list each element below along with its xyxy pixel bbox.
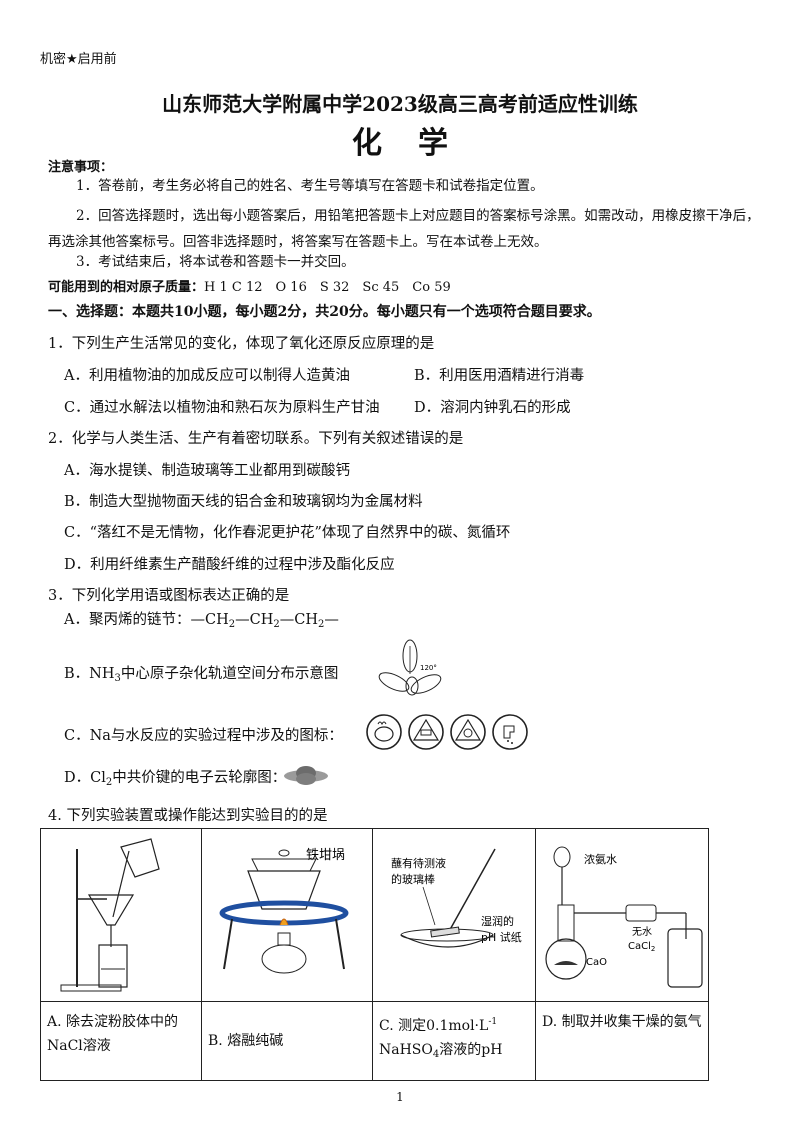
- svg-text:的玻璃棒: 的玻璃棒: [391, 872, 435, 886]
- svg-text:铁坩埚: 铁坩埚: [306, 848, 345, 863]
- q1-option-b: B．利用医用酒精进行消毒: [414, 368, 585, 384]
- q3-option-a: A．聚丙烯的链节：—CH2—CH2—CH2—: [64, 612, 339, 630]
- option-c-caption: C. 测定0.1mol·L-1 NaHSO4溶液的pH: [372, 1001, 536, 1081]
- q2-option-d: D．利用纤维素生产醋酸纤维的过程中涉及酯化反应: [64, 557, 395, 573]
- filtration-apparatus-figure: [60, 838, 160, 992]
- q3-option-b: B．NH3中心原子杂化轨道空间分布示意图: [64, 666, 339, 684]
- sp3-orbital-figure: 120°: [378, 639, 442, 696]
- goggles-icon: [408, 714, 444, 750]
- svg-text:蘸有待测液: 蘸有待测液: [391, 856, 446, 870]
- page-number: 1: [396, 1090, 404, 1104]
- q2-option-a: A．海水提镁、制造玻璃等工业都用到碳酸钙: [64, 463, 350, 479]
- svg-text:120°: 120°: [420, 664, 437, 672]
- svg-text:湿润的: 湿润的: [481, 914, 514, 928]
- notes-heading: 注意事项：: [48, 160, 114, 175]
- q1-option-c: C．通过水解法以植物油和熟石灰为原料生产甘油: [64, 400, 380, 416]
- atomic-mass-label: 可能用到的相对原子质量：: [48, 280, 205, 295]
- subject-title: 化学: [352, 126, 484, 161]
- confidential-mark: 机密★启用前: [40, 52, 117, 67]
- atomic-mass-line: 可能用到的相对原子质量：H 1 C 12 O 16 S 32 Sc 45 Co …: [48, 276, 451, 295]
- section-1-heading: 一、选择题：本题共10小题，每小题2分，共20分。每小题只有一个选项符合题目要求…: [48, 304, 601, 320]
- option-d-caption: D. 制取并收集干燥的氨气: [535, 1001, 709, 1081]
- svg-text:无水: 无水: [632, 926, 652, 938]
- option-a-caption: A. 除去淀粉胶体中的NaCl溶液: [40, 1001, 202, 1081]
- note-3: 3．考试结束后，将本试卷和答题卡一并交回。: [76, 254, 355, 270]
- atomic-mass-values: H 1 C 12 O 16 S 32 Sc 45 Co 59: [204, 280, 451, 295]
- crucible-heating-figure: 铁坩埚: [219, 848, 349, 974]
- svg-text:CaCl2: CaCl2: [628, 941, 655, 953]
- q2-option-c: C．“落红不是无情物，化作春泥更护花”体现了自然界中的碳、氮循环: [64, 525, 511, 541]
- figure-b-cell: 铁坩埚: [201, 828, 373, 1002]
- exam-title: 山东师范大学附属中学2023级高三高考前适应性训练: [162, 92, 638, 116]
- q1-stem: 1．下列生产生活常见的变化，体现了氧化还原反应原理的是: [48, 336, 435, 352]
- q3-option-c: C．Na与水反应的实验过程中涉及的图标：: [64, 728, 343, 744]
- svg-text:CaO: CaO: [586, 957, 607, 968]
- figure-d-cell: 浓氨水 CaO 无水 CaCl2: [535, 828, 709, 1002]
- experiment-table: 铁坩埚 蘸有待测液 的玻璃棒 湿润的 pH 试纸: [40, 828, 709, 1081]
- hot-surface-icon: [366, 714, 402, 750]
- figure-c-cell: 蘸有待测液 的玻璃棒 湿润的 pH 试纸: [372, 828, 536, 1002]
- option-b-caption: B. 熔融纯碱: [201, 1001, 373, 1081]
- ventilation-icon: [450, 714, 486, 750]
- electron-cloud-figure: [284, 766, 328, 785]
- svg-text:pH 试纸: pH 试纸: [481, 931, 522, 944]
- q1-option-a: A．利用植物油的加成反应可以制得人造黄油: [64, 368, 350, 384]
- ammonia-preparation-figure: 浓氨水 CaO 无水 CaCl2: [545, 846, 703, 988]
- note-1: 1．答卷前，考生务必将自己的姓名、考生号等填写在答题卡和试卷指定位置。: [76, 178, 544, 194]
- wash-hands-icon: [492, 714, 528, 750]
- note-2: 2．回答选择题时，选出每小题答案后，用铅笔把答题卡上对应题目的答案标号涂黑。如需…: [48, 208, 760, 250]
- q4-stem: 4. 下列实验装置或操作能达到实验目的的是: [48, 808, 328, 824]
- q2-option-b: B．制造大型抛物面天线的铝合金和玻璃钢均为金属材料: [64, 494, 423, 510]
- q3-stem: 3．下列化学用语或图标表达正确的是: [48, 588, 290, 604]
- svg-text:浓氨水: 浓氨水: [584, 853, 617, 866]
- q1-option-d: D．溶洞内钟乳石的形成: [414, 400, 571, 416]
- q2-stem: 2．化学与人类生活、生产有着密切联系。下列有关叙述错误的是: [48, 431, 464, 447]
- safety-icons-row: [366, 714, 528, 750]
- ph-test-figure: 蘸有待测液 的玻璃棒 湿润的 pH 试纸: [391, 848, 522, 948]
- q3-option-d: D．Cl2中共价键的电子云轮廓图：: [64, 770, 287, 788]
- figure-a-cell: [40, 828, 202, 1002]
